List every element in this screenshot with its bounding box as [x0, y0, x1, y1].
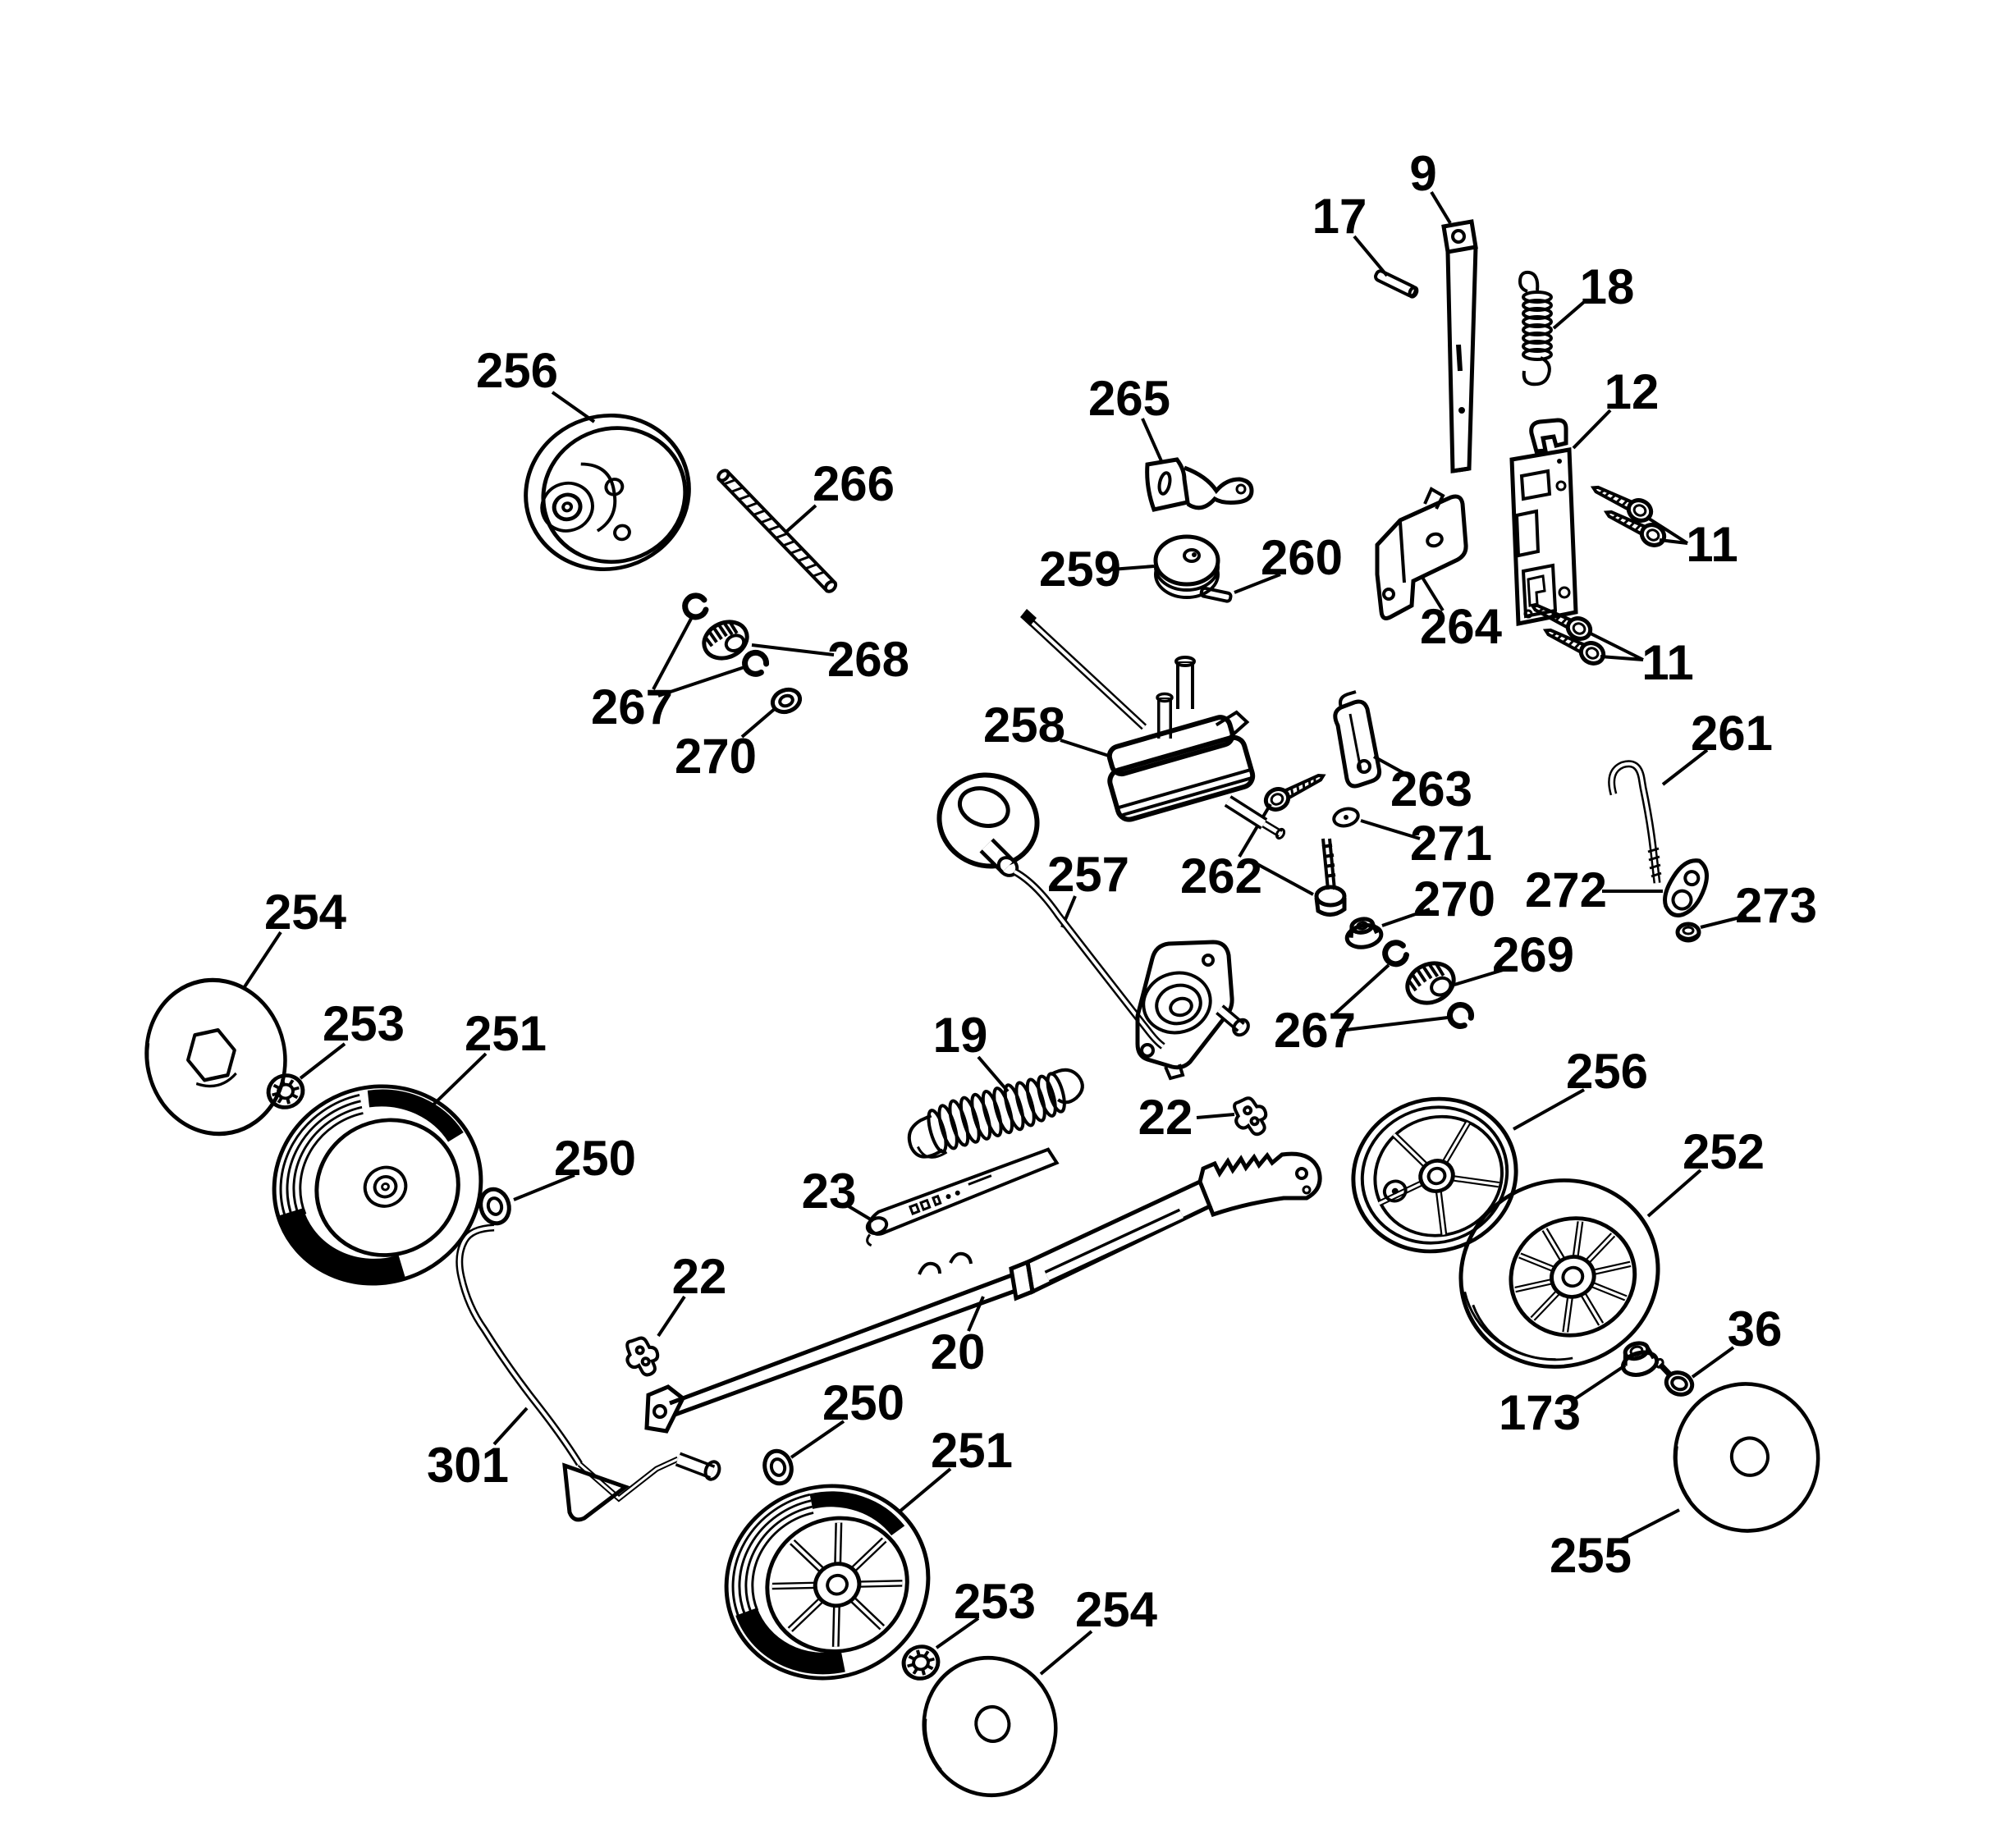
callout-269: 269 [1492, 927, 1574, 982]
callout-19: 19 [933, 1008, 988, 1063]
roll-pin-260 [1199, 586, 1233, 603]
callout-268: 268 [827, 632, 909, 687]
callout-17: 17 [1312, 189, 1367, 244]
gearbox-output-shaft [1224, 795, 1286, 840]
flat-washer-250-left [478, 1187, 511, 1226]
cover-disc-255 [1673, 1382, 1820, 1533]
dust-cover-disc-254-left [144, 977, 287, 1137]
callout-263: 263 [1390, 762, 1472, 817]
nut-273 [1675, 922, 1701, 943]
callout-18: 18 [1580, 259, 1635, 314]
anchor-plate-272 [1663, 858, 1709, 917]
lock-nut-173 [1621, 1341, 1660, 1377]
callout-11-lower: 11 [1641, 635, 1693, 690]
drive-control-lever-20 [644, 1151, 1322, 1434]
gearbox-mount-plate [1135, 940, 1234, 1081]
cap-bolt-262-lower [1314, 838, 1347, 917]
callout-267-right: 267 [1274, 1003, 1356, 1058]
callout-267-left: 267 [591, 679, 673, 734]
callout-36: 36 [1728, 1301, 1783, 1356]
cable-clip-22-right [1229, 1092, 1273, 1141]
drive-gear-269 [1405, 961, 1456, 1005]
callout-261: 261 [1691, 706, 1773, 761]
extension-spring-18 [1518, 270, 1553, 387]
callout-270-left: 270 [675, 729, 757, 784]
callout-253-bottom: 253 [954, 1574, 1036, 1629]
wheel-252 [1458, 1178, 1660, 1369]
callout-254-left: 254 [264, 885, 347, 940]
callout-255: 255 [1550, 1528, 1632, 1583]
callout-11-upper: 11 [1686, 517, 1738, 572]
callout-173: 173 [1499, 1385, 1581, 1440]
callout-270-right: 270 [1413, 871, 1495, 926]
callout-labels: 256 266 268 267 270 9 17 18 12 11 265 25… [264, 146, 1817, 1637]
retaining-ring-267-d [1445, 1000, 1475, 1030]
gearbox-258 [1106, 710, 1256, 822]
wheel-cover-disc-256-left [524, 413, 691, 572]
retaining-ring-267-b [740, 648, 770, 678]
mounting-bar-9 [1441, 219, 1478, 473]
cable-pulley-259 [1153, 534, 1220, 599]
callout-272: 272 [1525, 862, 1607, 917]
flat-washer-270-left [770, 687, 803, 715]
support-bracket-264 [1375, 487, 1468, 620]
callout-9: 9 [1409, 146, 1436, 201]
callout-22-left: 22 [672, 1249, 727, 1304]
callout-250-left: 250 [554, 1131, 636, 1186]
pinion-gear-268 [702, 620, 749, 661]
callout-256-right: 256 [1566, 1044, 1648, 1099]
shift-lever-257 [936, 772, 1165, 1050]
flange-nut-270-right [1344, 917, 1384, 949]
callout-12: 12 [1605, 364, 1660, 419]
wheel-251-bottom [724, 1484, 931, 1681]
pin-17 [1374, 269, 1419, 299]
flat-washer-250-bottom [762, 1448, 794, 1486]
callout-301: 301 [427, 1438, 509, 1493]
callout-262: 262 [1180, 849, 1262, 903]
wheel-251-left [272, 1084, 483, 1286]
shift-bracket-263 [1333, 690, 1382, 789]
gearbox-stud-front [1174, 656, 1196, 709]
callout-256-left: 256 [476, 343, 558, 398]
callout-258: 258 [983, 698, 1065, 752]
callout-266: 266 [813, 456, 895, 511]
adjuster-bar-23 [865, 1147, 1060, 1247]
callout-22-right: 22 [1138, 1090, 1193, 1145]
callout-251-bottom: 251 [931, 1423, 1013, 1478]
gearbox-input-shaft [1020, 609, 1147, 730]
shoulder-bolt-36 [1655, 1357, 1695, 1397]
callout-250-bottom: 250 [822, 1375, 904, 1430]
switch-plate-12 [1509, 418, 1578, 627]
retaining-ring-267-c [1384, 941, 1408, 966]
callout-251-left: 251 [465, 1006, 547, 1061]
dust-cover-disc-254-bottom [922, 1655, 1058, 1798]
callout-253-left: 253 [323, 996, 405, 1051]
callout-259: 259 [1039, 542, 1121, 597]
callout-273: 273 [1735, 878, 1817, 933]
link-rod-261 [1608, 760, 1662, 884]
callout-260: 260 [1261, 530, 1343, 585]
drive-pulley-wheel-256-right [1351, 1096, 1518, 1274]
callout-271: 271 [1410, 816, 1492, 871]
callout-257: 257 [1047, 847, 1129, 902]
callout-20: 20 [931, 1324, 986, 1379]
screw-262-upper [1262, 767, 1328, 813]
cable-bracket-265 [1145, 457, 1254, 512]
mount-plate-stud [1216, 1004, 1250, 1037]
cable-clip-22-left [621, 1333, 663, 1380]
retaining-ring-267-a [685, 596, 706, 617]
height-adjust-rod-301 [456, 1224, 721, 1522]
callout-252: 252 [1683, 1124, 1765, 1179]
callout-254-bottom: 254 [1075, 1582, 1158, 1637]
callout-264: 264 [1420, 599, 1503, 654]
threaded-rod-266 [717, 469, 838, 593]
callout-23: 23 [802, 1164, 857, 1219]
lock-washer-253-bottom [900, 1643, 942, 1682]
extension-spring-19 [907, 1068, 1084, 1159]
flat-washer-271 [1332, 807, 1360, 828]
callout-265: 265 [1088, 371, 1170, 426]
